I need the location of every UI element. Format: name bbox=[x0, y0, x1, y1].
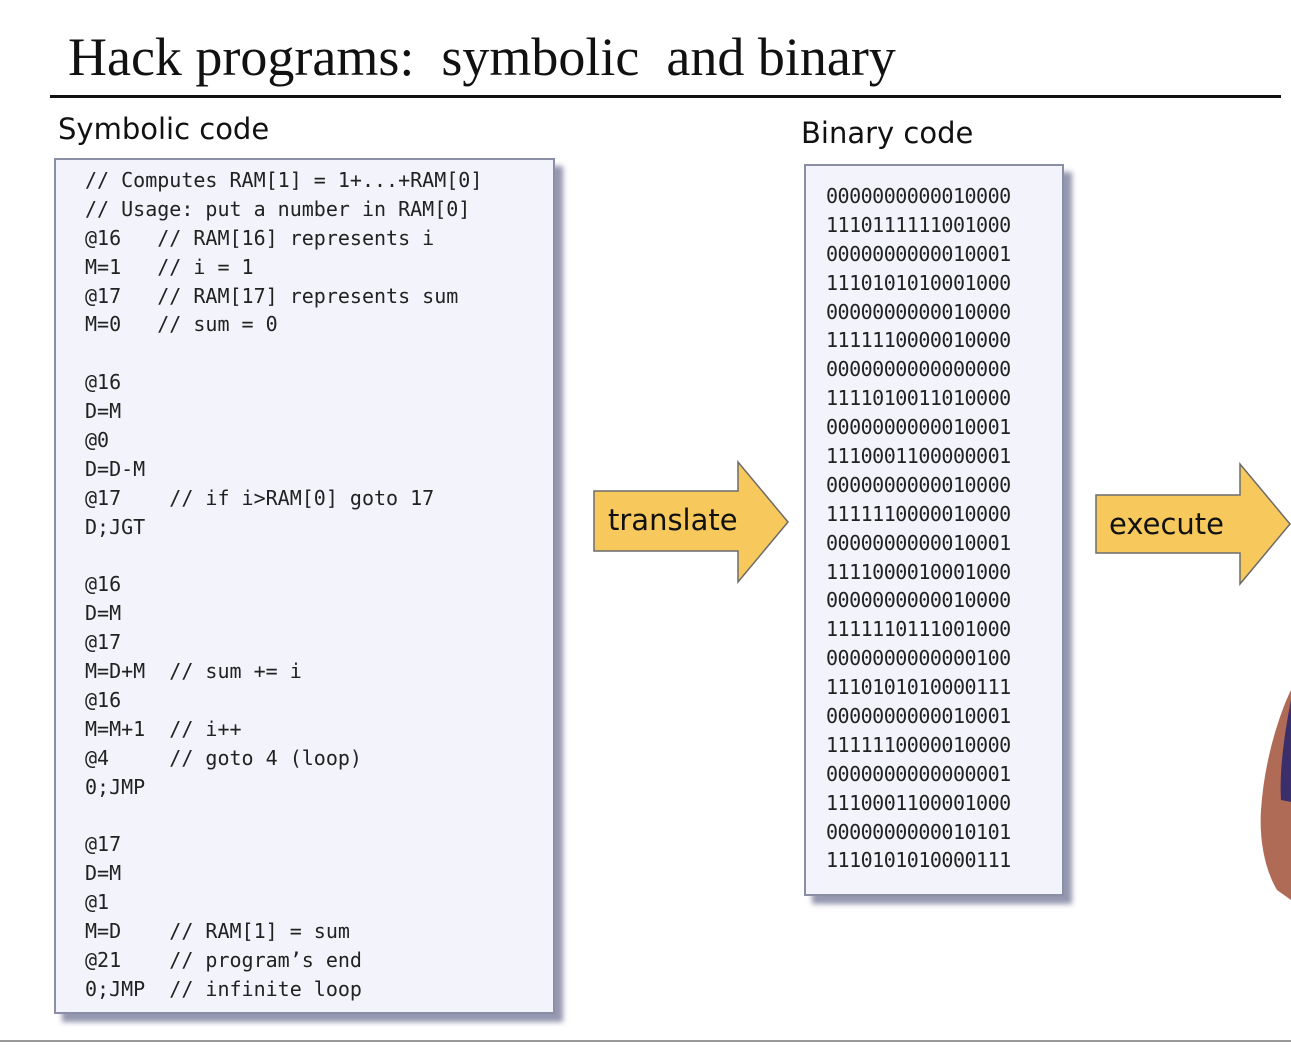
symbolic-code-line: M=M+1 // i++ bbox=[85, 716, 242, 741]
symbolic-code-line: 0;JMP // infinite loop bbox=[85, 976, 362, 1001]
symbolic-code-line: // Usage: put a number in RAM[0] bbox=[85, 196, 471, 221]
binary-code-line: 1111110111001000 bbox=[826, 617, 1011, 642]
symbolic-code-line: @17 bbox=[85, 630, 122, 655]
binary-code-line: 0000000000010000 bbox=[826, 184, 1011, 208]
execute-label: execute bbox=[1109, 507, 1224, 541]
symbolic-code-line: @17 // if i>RAM[0] goto 17 bbox=[85, 485, 435, 510]
symbolic-code-line: @0 bbox=[85, 428, 110, 453]
symbolic-code-line: M=0 // sum = 0 bbox=[85, 312, 278, 337]
symbolic-code-line: @16 // RAM[16] represents i bbox=[85, 225, 435, 250]
binary-code-line: 1110101010000111 bbox=[826, 848, 1011, 873]
binary-code-line: 1110001100000001 bbox=[826, 444, 1011, 469]
symbolic-code-line bbox=[85, 802, 482, 831]
binary-code-line: 0000000000000001 bbox=[826, 761, 1011, 786]
binary-code-line: 1111000010001000 bbox=[826, 559, 1011, 584]
symbolic-code-line: D=M bbox=[85, 861, 122, 886]
symbolic-code-line: @21 // program’s end bbox=[85, 948, 362, 973]
binary-code-line: 1110001100001000 bbox=[826, 790, 1011, 815]
symbolic-code-line: M=D // RAM[1] = sum bbox=[85, 919, 350, 944]
title-underline bbox=[50, 95, 1281, 98]
binary-code-line: 1111010011010000 bbox=[826, 386, 1011, 411]
symbolic-code-line: @1 bbox=[85, 890, 110, 915]
symbolic-code-line: M=1 // i = 1 bbox=[85, 254, 254, 279]
symbolic-code-box: // Computes RAM[1] = 1+...+RAM[0] // Usag… bbox=[54, 158, 555, 1014]
presenter-image bbox=[1260, 690, 1291, 900]
symbolic-code-line: // Computes RAM[1] = 1+...+RAM[0] bbox=[85, 168, 483, 192]
binary-code-line: 0000000000000100 bbox=[826, 646, 1011, 671]
binary-code-line: 0000000000010101 bbox=[826, 819, 1011, 844]
symbolic-code-line: D=M bbox=[85, 399, 122, 424]
symbolic-code-line: D=D-M bbox=[85, 456, 146, 481]
symbolic-code-line: @16 bbox=[85, 572, 122, 597]
symbolic-code-listing: // Computes RAM[1] = 1+...+RAM[0] // Usag… bbox=[85, 166, 482, 1004]
binary-code-listing: 0000000000010000 1110111111001000 00000000… bbox=[826, 182, 1011, 875]
binary-code-line: 1111110000010000 bbox=[826, 732, 1011, 757]
binary-code-line: 0000000000010000 bbox=[826, 588, 1011, 613]
symbolic-code-line bbox=[85, 542, 482, 571]
binary-code-line: 0000000000010000 bbox=[826, 472, 1011, 497]
translate-arrow-icon bbox=[593, 460, 789, 584]
binary-code-line: 1111110000010000 bbox=[826, 328, 1011, 353]
bottom-divider bbox=[0, 1040, 1291, 1042]
binary-code-line: 1111110000010000 bbox=[826, 501, 1011, 526]
binary-code-line: 1110101010000111 bbox=[826, 675, 1011, 700]
symbolic-code-line: M=D+M // sum += i bbox=[85, 659, 302, 684]
binary-code-line: 0000000000010001 bbox=[826, 415, 1011, 440]
binary-code-line: 1110111111001000 bbox=[826, 212, 1011, 237]
symbolic-code-line: @17 // RAM[17] represents sum bbox=[85, 283, 459, 308]
symbolic-code-line: @17 bbox=[85, 832, 122, 857]
slide-title: Hack programs: symbolic and binary bbox=[68, 27, 896, 87]
symbolic-code-line: @16 bbox=[85, 370, 122, 395]
binary-code-line: 0000000000010001 bbox=[826, 241, 1011, 266]
binary-code-line: 0000000000010001 bbox=[826, 704, 1011, 729]
binary-code-box: 0000000000010000 1110111111001000 00000000… bbox=[804, 164, 1064, 896]
binary-code-label: Binary code bbox=[801, 116, 974, 150]
symbolic-code-line: D;JGT bbox=[85, 514, 146, 539]
symbolic-code-line: D=M bbox=[85, 601, 122, 626]
symbolic-code-line: @4 // goto 4 (loop) bbox=[85, 745, 362, 770]
symbolic-code-label: Symbolic code bbox=[58, 112, 270, 146]
binary-code-line: 0000000000010001 bbox=[826, 530, 1011, 555]
symbolic-code-line: 0;JMP bbox=[85, 774, 146, 799]
binary-code-line: 1110101010001000 bbox=[826, 270, 1011, 295]
translate-label: translate bbox=[608, 503, 738, 537]
binary-code-line: 0000000000000000 bbox=[826, 357, 1011, 382]
symbolic-code-line: @16 bbox=[85, 688, 122, 713]
binary-code-line: 0000000000010000 bbox=[826, 299, 1011, 324]
execute-arrow-icon bbox=[1095, 462, 1291, 587]
symbolic-code-line bbox=[85, 339, 482, 368]
